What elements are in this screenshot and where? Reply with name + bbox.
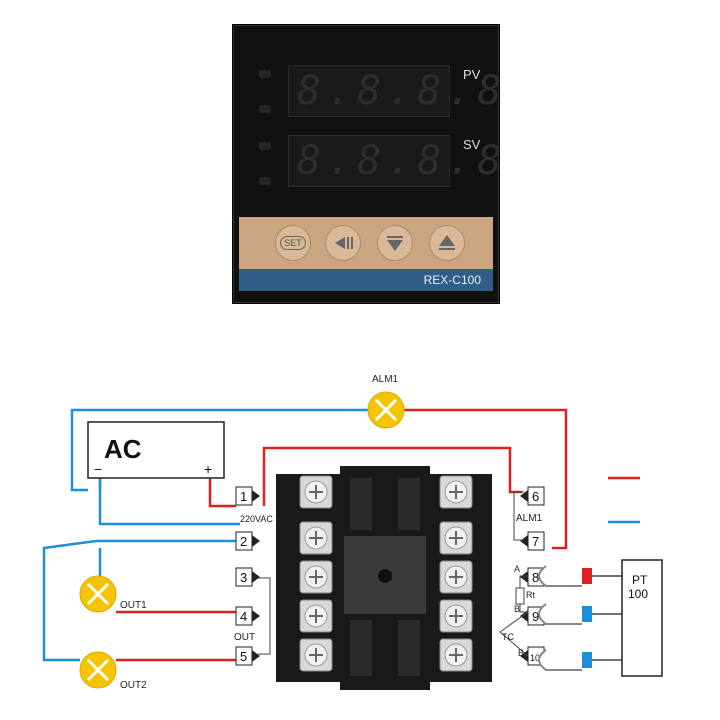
shift-left-icon (335, 237, 353, 249)
set-key-label: SET (280, 236, 306, 250)
pt100-label-2: 100 (628, 587, 648, 601)
indicator-led (259, 177, 271, 185)
sensor-tc-label: TC (502, 632, 514, 642)
pv-display: 8.8.8.8 (288, 65, 502, 117)
terminal-number: 3 (240, 570, 247, 585)
down-key[interactable] (377, 225, 413, 261)
terminal-number: 6 (532, 489, 539, 504)
model-label: REX-C100 (423, 273, 481, 287)
sv-display: 8.8.8.8 (288, 135, 502, 187)
ac-source: AC − + (87, 421, 225, 479)
terminal-screw (299, 638, 333, 672)
ac-minus: − (94, 461, 102, 477)
out2-label: OUT2 (120, 680, 147, 691)
terminal-number: 4 (240, 609, 247, 624)
sensor-b2-label: B (518, 648, 524, 658)
terminal-screw (299, 521, 333, 555)
sv-label: SV (463, 137, 481, 152)
supply-label: 220VAC (240, 514, 273, 524)
terminal-screw (439, 599, 473, 633)
terminal-tag: 5 (235, 646, 260, 666)
lamp-out1: OUT1 (79, 575, 147, 613)
terminal-screw (439, 521, 473, 555)
pv-digits: 8.8.8.8 (297, 68, 508, 114)
terminal-number: 5 (240, 649, 247, 664)
terminal-number: 10 (530, 653, 540, 663)
lamp-alm1: ALM1 (367, 374, 405, 429)
shift-key[interactable] (325, 225, 361, 261)
pt100-connections (538, 565, 622, 671)
terminal-number: 2 (240, 534, 247, 549)
indicator-led (259, 142, 271, 150)
terminal-number: 7 (532, 534, 539, 549)
terminal-number: 9 (532, 609, 539, 624)
neutral-wires (42, 408, 640, 662)
ac-plus: + (204, 461, 212, 477)
terminal-screw (299, 599, 333, 633)
terminal-screw (439, 560, 473, 594)
down-arrow-icon (387, 236, 403, 251)
ac-label: AC (104, 434, 142, 464)
terminal-tag: 1 (235, 486, 260, 506)
keypad: SET (239, 217, 493, 269)
sensor-b-label: B (514, 604, 520, 614)
up-key[interactable] (429, 225, 465, 261)
terminal-tag: 3 (235, 567, 260, 587)
terminal-tag: 7 (520, 531, 545, 551)
alm1-lamp-label: ALM1 (372, 374, 399, 385)
alm1-relay-bracket (513, 491, 524, 541)
terminal-screws-right (439, 475, 473, 672)
alm1-relay-label: ALM1 (516, 513, 543, 524)
temperature-controller: 8.8.8.8 PV 8.8.8.8 SV SET REX-C100 (232, 24, 502, 304)
terminal-screw (299, 475, 333, 509)
terminal-number: 1 (240, 489, 247, 504)
terminal-screw (299, 560, 333, 594)
sensor-rt-label: Rt (526, 590, 535, 600)
brand-strip: REX-C100 (239, 269, 493, 291)
pt100-label-1: PT (632, 573, 648, 587)
sensor-a-label: A (514, 564, 520, 574)
indicator-led (259, 105, 271, 113)
sensor-symbols (499, 575, 529, 657)
terminal-screw (439, 638, 473, 672)
out-bracket-label: OUT (234, 632, 255, 643)
sv-digits: 8.8.8.8 (297, 138, 508, 184)
lamp-out2: OUT2 (79, 651, 147, 691)
pt100-sensor: PT 100 (621, 559, 663, 677)
terminal-tags-left: 1 2 3 4 5 (235, 486, 260, 666)
out-bracket (258, 577, 271, 655)
terminal-tag: 4 (235, 606, 260, 626)
terminal-tag: 6 (520, 486, 545, 506)
indicator-led (259, 70, 271, 78)
terminal-number: 8 (532, 570, 539, 585)
set-key[interactable]: SET (275, 225, 311, 261)
terminal-screw (439, 475, 473, 509)
out1-label: OUT1 (120, 600, 147, 611)
terminal-screws-left (299, 475, 333, 672)
pv-label: PV (463, 67, 481, 82)
up-arrow-icon (439, 235, 455, 250)
terminal-tag: 2 (235, 531, 260, 551)
